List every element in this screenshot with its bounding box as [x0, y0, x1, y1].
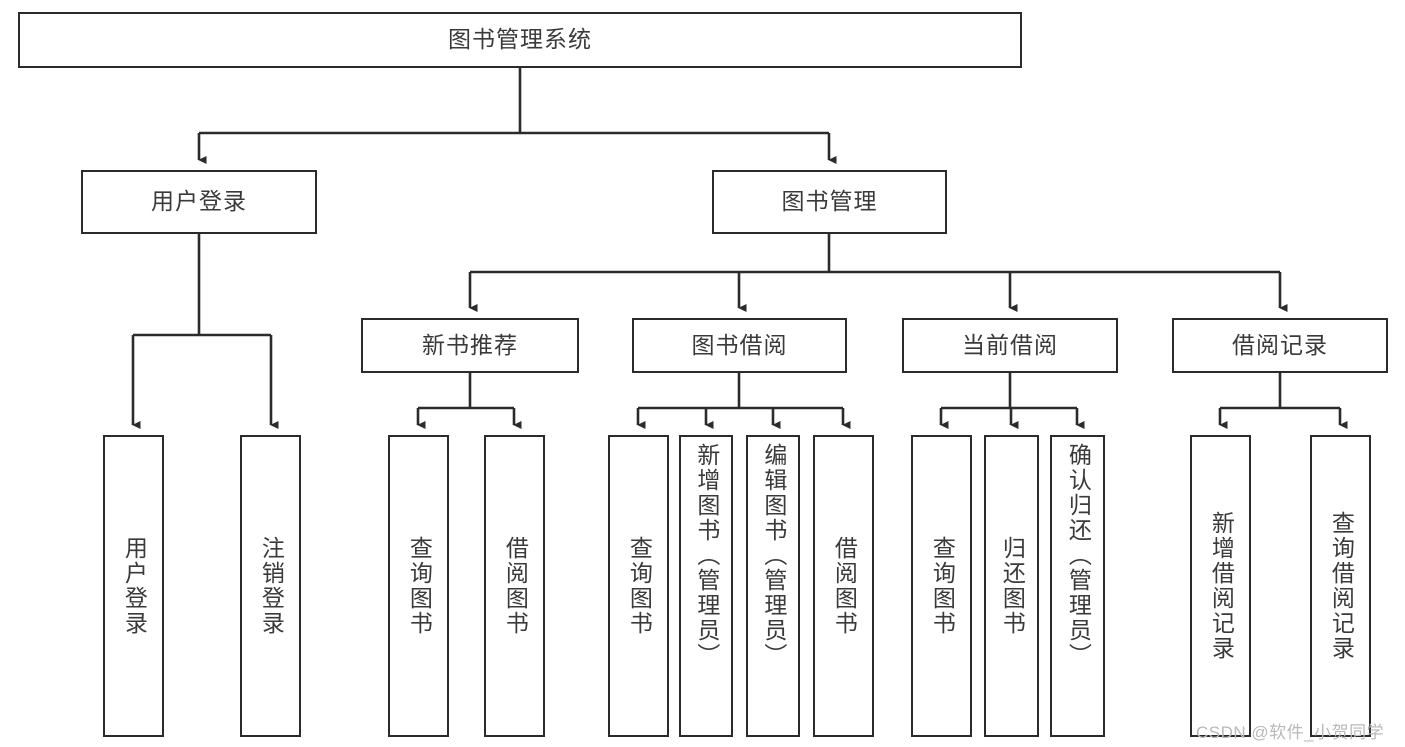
node-borrow-record[interactable]: 借阅记录 [1172, 318, 1388, 373]
node-new-book-recommend[interactable]: 新书推荐 [361, 318, 579, 373]
node-book-borrow[interactable]: 图书借阅 [632, 318, 847, 373]
leaf-add-book-admin[interactable]: 新增图书（管理员） [679, 435, 733, 737]
leaf-return-book[interactable]: 归还图书 [984, 435, 1039, 737]
node-current-borrow[interactable]: 当前借阅 [902, 318, 1118, 373]
leaf-query-book-borrow[interactable]: 查询图书 [608, 435, 669, 737]
node-book-management[interactable]: 图书管理 [712, 170, 947, 234]
leaf-borrow-book[interactable]: 借阅图书 [813, 435, 874, 737]
leaf-add-borrow-record[interactable]: 新增借阅记录 [1190, 435, 1251, 737]
leaf-query-book-current[interactable]: 查询图书 [911, 435, 972, 737]
leaf-query-borrow-record[interactable]: 查询借阅记录 [1310, 435, 1371, 737]
leaf-borrow-book-recommend[interactable]: 借阅图书 [484, 435, 545, 737]
csdn-watermark: CSDN @软件_小贺同学 [1196, 723, 1385, 742]
node-root-book-management-system[interactable]: 图书管理系统 [18, 12, 1022, 68]
leaf-query-book-recommend[interactable]: 查询图书 [388, 435, 449, 737]
leaf-logout-login[interactable]: 注销登录 [240, 435, 301, 737]
leaf-user-login[interactable]: 用户登录 [103, 435, 164, 737]
leaf-edit-book-admin[interactable]: 编辑图书（管理员） [746, 435, 800, 737]
node-user-login[interactable]: 用户登录 [81, 170, 317, 234]
leaf-confirm-return-admin[interactable]: 确认归还（管理员） [1050, 435, 1105, 737]
